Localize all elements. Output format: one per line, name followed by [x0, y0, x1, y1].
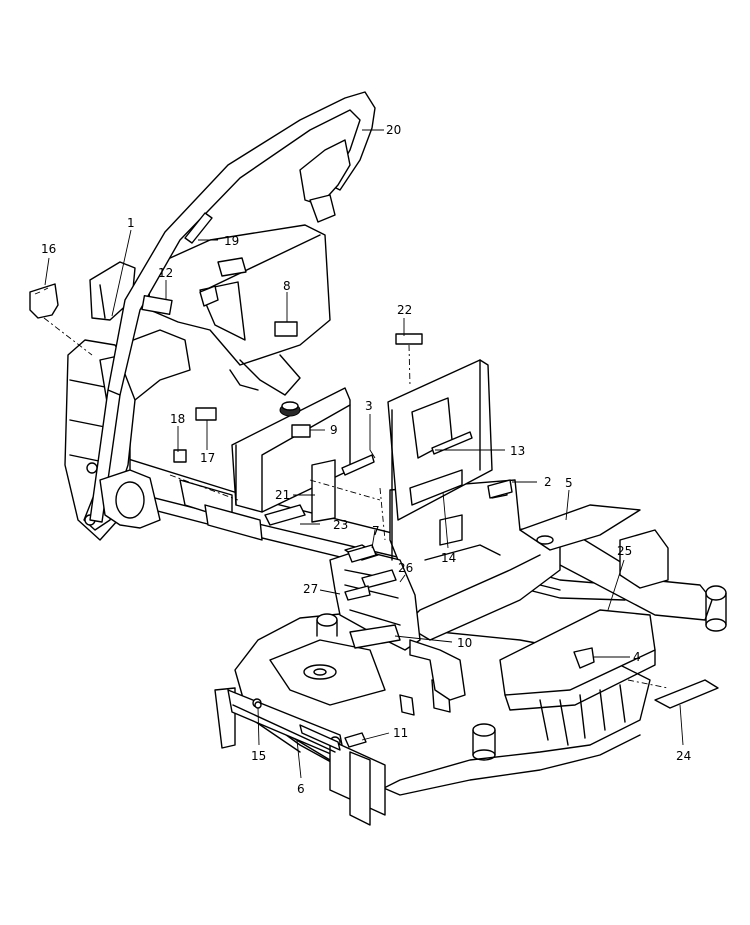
callout-7: 7	[372, 524, 380, 538]
decal-2	[487, 479, 513, 499]
decal-21	[311, 459, 336, 523]
decal-24	[654, 679, 719, 709]
decal-18	[173, 449, 187, 463]
callout-5: 5	[565, 476, 573, 490]
callout-18: 18	[170, 412, 185, 426]
callout-labels: 1 2 3 4 5 6 7 8 9 10 11 12 13 14 15 16 1…	[41, 123, 691, 796]
callout-15: 15	[251, 749, 266, 763]
callout-22: 22	[397, 303, 412, 317]
decal-16	[29, 283, 59, 319]
decals	[29, 212, 719, 751]
callout-14: 14	[441, 551, 456, 565]
callout-6: 6	[297, 782, 305, 796]
callout-9: 9	[330, 423, 338, 437]
callout-10: 10	[457, 636, 472, 650]
callout-27: 27	[303, 582, 318, 596]
decal-7	[347, 544, 377, 563]
decal-10	[349, 624, 401, 649]
leader-lines	[44, 129, 684, 779]
callout-4: 4	[633, 650, 641, 664]
callout-20: 20	[386, 123, 401, 137]
roll-over-protection-bar	[89, 91, 376, 523]
callout-1: 1	[127, 216, 135, 230]
callout-19: 19	[224, 234, 239, 248]
callout-25: 25	[617, 544, 632, 558]
decal-12	[141, 294, 173, 316]
callout-23: 23	[333, 518, 348, 532]
decal-26	[361, 569, 397, 589]
callout-24: 24	[676, 749, 691, 763]
callout-11: 11	[393, 726, 408, 740]
decal-17	[195, 407, 217, 421]
decal-22	[395, 333, 423, 345]
callout-12: 12	[158, 266, 173, 280]
decal-4	[573, 647, 595, 669]
callout-26: 26	[398, 561, 413, 575]
decal-27	[344, 585, 371, 601]
decal-19	[184, 212, 213, 244]
decal-9	[291, 424, 311, 438]
callout-2: 2	[544, 475, 552, 489]
callout-3: 3	[365, 399, 373, 413]
callout-17: 17	[200, 451, 215, 465]
decal-11	[344, 732, 367, 748]
decal-23	[264, 504, 306, 526]
callout-21: 21	[275, 488, 290, 502]
decal-15	[254, 701, 262, 709]
decal-8	[274, 321, 298, 337]
left-front-wheel-area	[99, 469, 161, 529]
floor-plate	[329, 479, 561, 701]
decal-6	[299, 724, 341, 751]
decal-25	[519, 504, 641, 551]
callout-16: 16	[41, 242, 56, 256]
callout-8: 8	[283, 279, 291, 293]
decal-3	[341, 454, 375, 476]
assembly-lines	[43, 317, 669, 689]
callout-13: 13	[510, 444, 525, 458]
